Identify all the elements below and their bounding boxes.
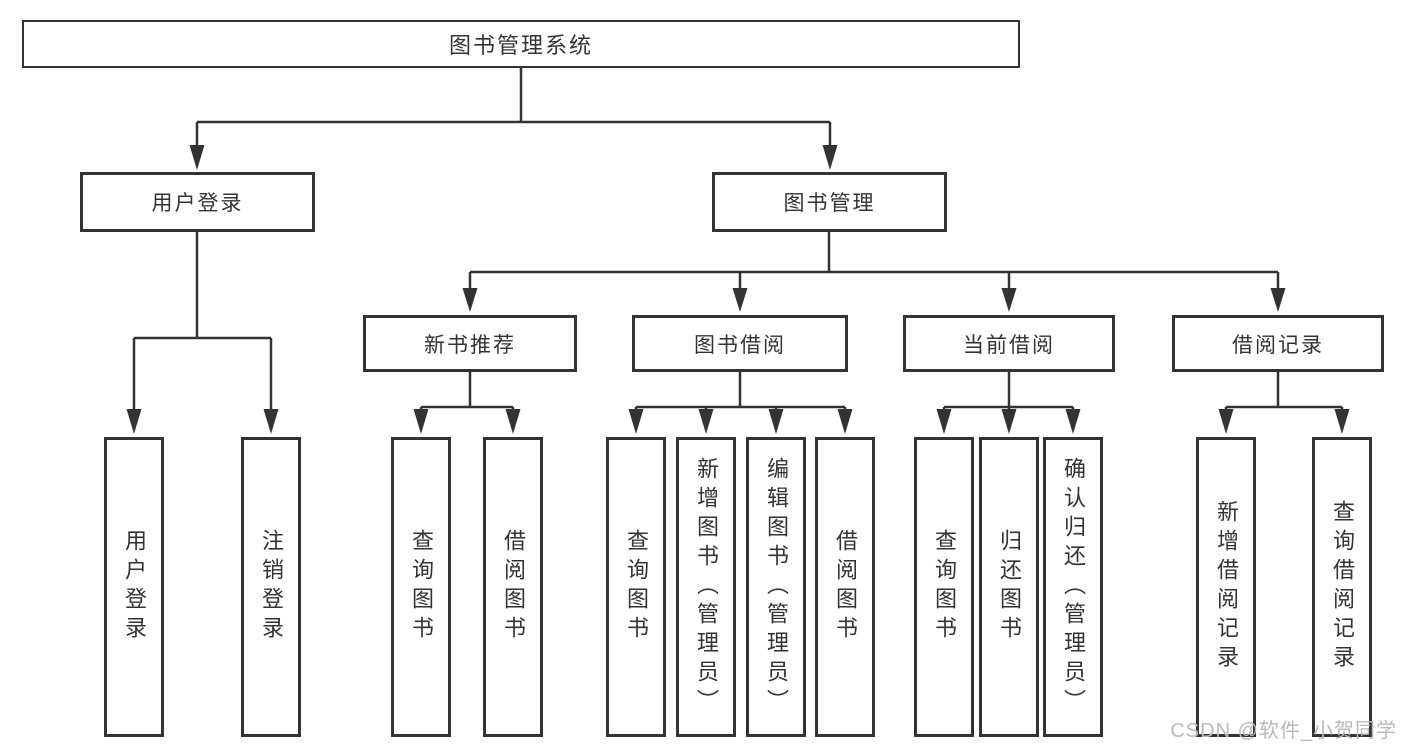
leaf-return-books: 归还图书 [979, 437, 1039, 737]
leaf-confirm-return-admin-label: 确认归还（管理员） [1061, 456, 1086, 718]
node-new-book-rec-label: 新书推荐 [424, 333, 516, 357]
leaf-add-books-admin: 新增图书（管理员） [676, 437, 736, 737]
leaf-query-books-3-label: 查询图书 [932, 529, 957, 645]
leaf-add-books-admin-label: 新增图书（管理员） [694, 456, 719, 718]
node-root: 图书管理系统 [22, 20, 1020, 68]
leaf-query-books-1-label: 查询图书 [409, 529, 434, 645]
leaf-confirm-return-admin: 确认归还（管理员） [1043, 437, 1103, 737]
leaf-logout: 注销登录 [241, 437, 301, 737]
connector-arrowheads [126, 145, 1350, 434]
node-new-book-rec: 新书推荐 [363, 315, 577, 372]
leaf-query-books-3: 查询图书 [914, 437, 974, 737]
leaf-query-borrow-record-label: 查询借阅记录 [1330, 500, 1355, 674]
watermark: CSDN @软件_小贺同学 [1170, 720, 1397, 742]
node-borrow-records-label: 借阅记录 [1232, 333, 1324, 357]
node-book-mgmt: 图书管理 [712, 172, 947, 232]
leaf-add-borrow-record-label: 新增借阅记录 [1214, 500, 1239, 674]
leaf-query-books-2: 查询图书 [606, 437, 666, 737]
leaf-borrow-books-2: 借阅图书 [815, 437, 875, 737]
node-root-label: 图书管理系统 [448, 33, 593, 58]
leaf-edit-books-admin: 编辑图书（管理员） [746, 437, 806, 737]
node-borrow-records: 借阅记录 [1172, 315, 1384, 372]
node-current-borrow: 当前借阅 [903, 315, 1115, 372]
leaf-query-books-2-label: 查询图书 [624, 529, 649, 645]
leaf-borrow-books-1-label: 借阅图书 [501, 529, 526, 645]
node-current-borrow-label: 当前借阅 [963, 333, 1055, 357]
leaf-user-login: 用户登录 [104, 437, 164, 737]
leaf-borrow-books-2-label: 借阅图书 [833, 529, 858, 645]
node-book-borrow-label: 图书借阅 [694, 333, 786, 357]
leaf-edit-books-admin-label: 编辑图书（管理员） [764, 456, 789, 718]
node-book-mgmt-label: 图书管理 [783, 192, 876, 215]
leaf-return-books-label: 归还图书 [997, 529, 1022, 645]
leaf-add-borrow-record: 新增借阅记录 [1196, 437, 1256, 737]
leaf-borrow-books-1: 借阅图书 [483, 437, 543, 737]
leaf-logout-label: 注销登录 [259, 529, 284, 645]
leaf-query-books-1: 查询图书 [391, 437, 451, 737]
leaf-user-login-label: 用户登录 [122, 529, 147, 645]
node-book-borrow: 图书借阅 [632, 315, 848, 372]
node-user-login: 用户登录 [80, 172, 315, 232]
node-user-login-label: 用户登录 [151, 192, 244, 215]
leaf-query-borrow-record: 查询借阅记录 [1312, 437, 1372, 737]
